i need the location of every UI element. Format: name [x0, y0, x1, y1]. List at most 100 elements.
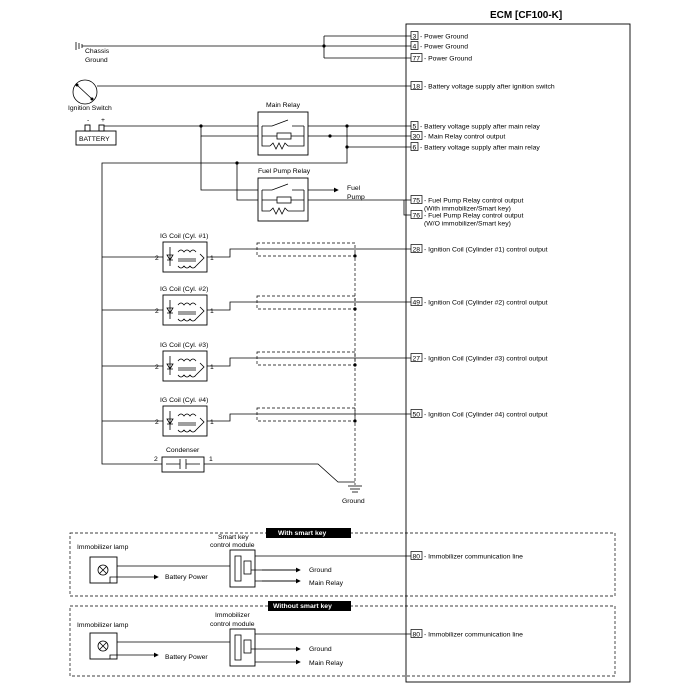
ecm-pin-number: 77: [413, 55, 421, 62]
main-relay-symbol: [261, 119, 305, 150]
ecm-pin-label: - Battery voltage supply after ignition …: [424, 83, 555, 90]
fuel-pump-label-1: Fuel: [347, 185, 361, 192]
ecm-pin-label: - Battery voltage supply after main rela…: [420, 144, 540, 151]
ecm-pin-sublabel: (With immobilizer/Smart key): [424, 206, 511, 213]
no-smart-module-box: [229, 628, 256, 667]
no-smart-lamp-icon: [97, 640, 109, 652]
smart-module-label-1: Smart key: [218, 534, 249, 541]
ig-coil-label: IG Coil (Cyl. #4): [160, 397, 208, 404]
no-smart-ground: Ground: [309, 646, 332, 653]
ecm-pin-6: 6- Battery voltage supply after main rel…: [410, 142, 540, 151]
smart-lamp-label: Immobilizer lamp: [77, 544, 129, 551]
fuel-pump-relay-box: [257, 177, 309, 222]
ig-coil-4: IG Coil (Cyl. #4) 2 1: [102, 397, 411, 437]
ecm-pin-80: 80- Immobilizer communication line: [410, 551, 523, 560]
smart-module-label-2: control module: [210, 542, 255, 549]
battery-box: [75, 130, 117, 146]
battery-pos: +: [101, 117, 105, 124]
ecm-pin-label: - Main Relay control output: [424, 133, 505, 140]
ig-coil-3: IG Coil (Cyl. #3) 2 1: [102, 342, 411, 382]
ecm-pin-label: - Ignition Coil (Cylinder #3) control ou…: [424, 355, 548, 362]
condenser-pin2: 2: [154, 456, 158, 463]
svg-text:2: 2: [155, 255, 159, 262]
ecm-pin-50: 50- Ignition Coil (Cylinder #4) control …: [410, 409, 548, 418]
no-smart-key-title-bg: [268, 601, 351, 611]
smart-main-relay: Main Relay: [309, 580, 344, 587]
ecm-pin-number: 18: [413, 83, 421, 90]
no-smart-battery-power: Battery Power: [165, 654, 208, 661]
ecm-pin-label: - Ignition Coil (Cylinder #1) control ou…: [424, 246, 548, 253]
ecm-pin-label: - Immobilizer communication line: [424, 553, 523, 560]
smart-lamp-icon: [97, 564, 109, 576]
smart-key-title-bg: [266, 528, 351, 538]
battery-neg: -: [87, 117, 89, 124]
ecm-pin-4: 4- Power Ground: [410, 41, 468, 50]
ecm-title: ECM [CF100-K]: [490, 10, 562, 21]
ecm-pin-number: 4: [413, 43, 417, 50]
no-smart-module-label-1: Immobilizer: [215, 612, 250, 619]
ecm-pin-number: 30: [413, 133, 421, 140]
ignition-switch-label: Ignition Switch: [68, 105, 112, 112]
ecm-pin-label: - Immobilizer communication line: [424, 631, 523, 638]
chassis-ground-label-2: Ground: [85, 57, 108, 64]
main-relay-label: Main Relay: [266, 102, 301, 109]
svg-text:2: 2: [155, 419, 159, 426]
ecm-pin-3: 3- Power Ground: [410, 31, 468, 40]
ecm-pin-30: 30- Main Relay control output: [410, 131, 505, 140]
chassis-ground-label-1: Chassis: [85, 48, 110, 55]
ecm-pin-number: 76: [413, 212, 421, 219]
ecm-pin-number: 50: [413, 411, 421, 418]
ig-coil-label: IG Coil (Cyl. #3): [160, 342, 208, 349]
ecm-pin-80: 80- Immobilizer communication line: [410, 629, 523, 638]
ecm-pin-28: 28- Ignition Coil (Cylinder #1) control …: [410, 244, 548, 253]
no-smart-main-relay: Main Relay: [309, 660, 344, 667]
ecm-pin-number: 49: [413, 299, 421, 306]
ecm-pin-76: 76- Fuel Pump Relay control output(W/O i…: [410, 210, 523, 228]
main-relay-box: [257, 111, 309, 156]
svg-text:2: 2: [155, 308, 159, 315]
ignition-switch-icon: [72, 79, 98, 105]
ecm-pin-number: 6: [413, 144, 417, 151]
svg-text:2: 2: [155, 364, 159, 371]
ecm-pin-number: 27: [413, 355, 421, 362]
condenser-box: [161, 456, 205, 473]
ecm-box: [405, 23, 631, 683]
ecm-pin-49: 49- Ignition Coil (Cylinder #2) control …: [410, 297, 548, 306]
ecm-pin-75: 75- Fuel Pump Relay control output (With …: [410, 195, 523, 213]
smart-key-title: With smart key: [278, 530, 327, 537]
svg-text:1: 1: [210, 364, 214, 371]
condenser-label: Condenser: [166, 447, 200, 454]
fuel-pump-relay-label: Fuel Pump Relay: [258, 168, 311, 175]
ecm-pin-5: 5- Battery voltage supply after main rel…: [410, 121, 540, 130]
ecm-pin-label: - Ignition Coil (Cylinder #4) control ou…: [424, 411, 548, 418]
svg-text:1: 1: [210, 419, 214, 426]
ecm-pin-number: 75: [413, 197, 421, 204]
ecm-pin-18: 18- Battery voltage supply after ignitio…: [410, 81, 555, 90]
no-smart-module-label-2: control module: [210, 621, 255, 628]
battery-label: BATTERY: [79, 136, 110, 143]
ground-label: Ground: [342, 498, 365, 505]
ecm-pin-label: - Fuel Pump Relay control output: [424, 197, 523, 204]
ecm-pin-number: 3: [413, 33, 417, 40]
ig-coil-label: IG Coil (Cyl. #2): [160, 286, 208, 293]
svg-text:1: 1: [210, 308, 214, 315]
smart-battery-power: Battery Power: [165, 574, 208, 581]
ecm-pin-number: 80: [413, 631, 421, 638]
svg-text:1: 1: [210, 255, 214, 262]
condenser-pin1: 1: [209, 456, 213, 463]
ecm-pin-27: 27- Ignition Coil (Cylinder #3) control …: [410, 353, 548, 362]
ecm-pin-label: - Power Ground: [420, 33, 468, 40]
fuel-pump-label-2: Pump: [347, 194, 365, 201]
ecm-pin-label: - Battery voltage supply after main rela…: [420, 123, 540, 130]
ecm-pin-number: 5: [413, 123, 417, 130]
ecm-pin-label: - Power Ground: [420, 43, 468, 50]
ecm-pin-label: - Power Ground: [424, 55, 472, 62]
smart-ground: Ground: [309, 567, 332, 574]
ecm-pin-77: 77- Power Ground: [410, 53, 472, 62]
chassis-ground-icon: [75, 42, 83, 50]
ecm-pin-label: - Fuel Pump Relay control output: [424, 212, 523, 219]
ground-icon: [348, 485, 362, 493]
